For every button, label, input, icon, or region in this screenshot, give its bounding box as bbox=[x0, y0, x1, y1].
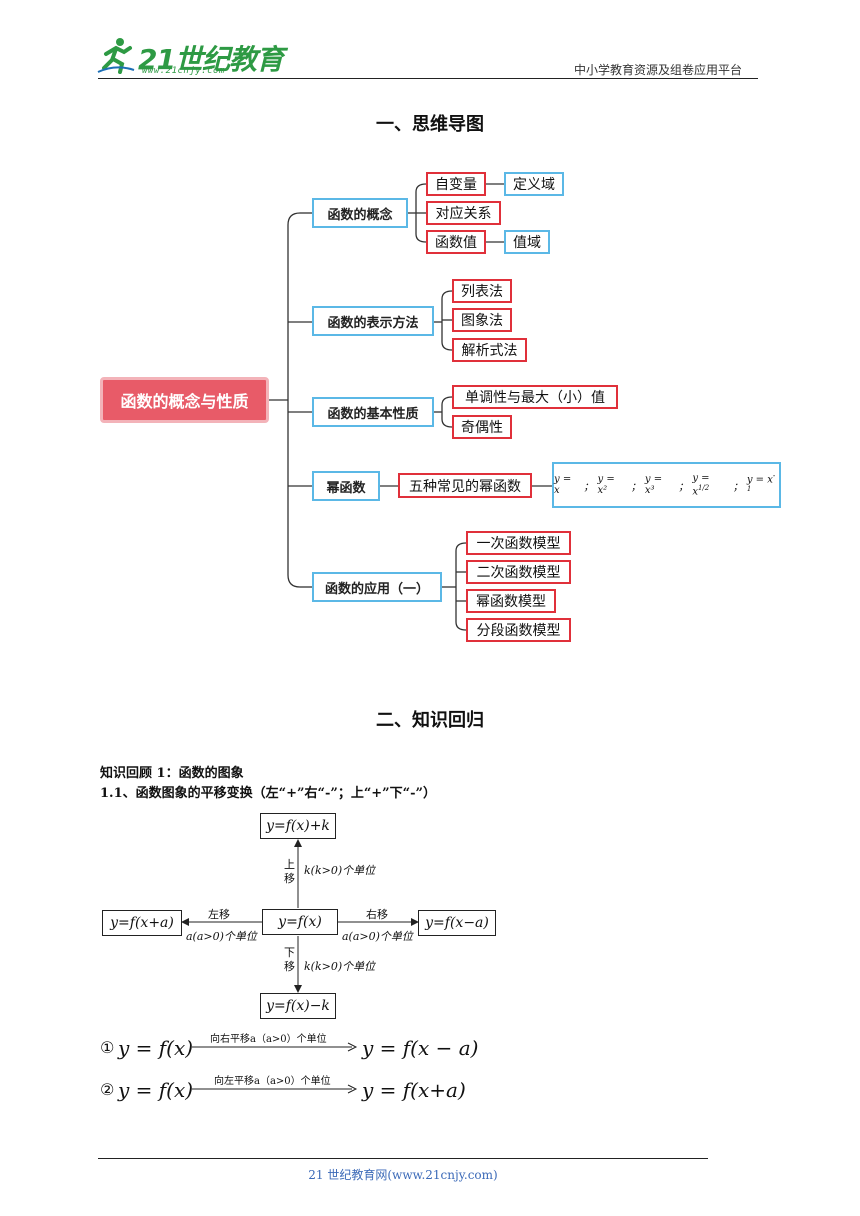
power-functions-list: y = x； y = x²； y = x³； y = x1/2； y = x-1 bbox=[552, 462, 781, 508]
node-five-power-functions: 五种常见的幂函数 bbox=[398, 473, 532, 498]
node-correspondence: 对应关系 bbox=[426, 201, 501, 225]
branch-function-concept: 函数的概念 bbox=[312, 198, 408, 228]
power-fn-3: y = x³ bbox=[644, 474, 663, 496]
equation-1: ① y = f(x) 向右平移a（a>0）个单位 y = f(x − a) bbox=[100, 1032, 520, 1064]
diagram-bottom-box: y=f(x)−k bbox=[260, 993, 336, 1019]
power-fn-2: y = x² bbox=[597, 474, 615, 496]
node-domain: 定义域 bbox=[504, 172, 564, 196]
mindmap-connectors bbox=[268, 183, 552, 631]
up-label: 上移 bbox=[284, 858, 295, 885]
node-table-method: 列表法 bbox=[452, 279, 512, 303]
diagram-right-box: y=f(x−a) bbox=[418, 910, 496, 936]
node-formula-method: 解析式法 bbox=[452, 338, 527, 362]
node-power-model: 幂函数模型 bbox=[466, 589, 556, 613]
down-note: k(k>0)个单位 bbox=[304, 960, 376, 973]
node-range: 值域 bbox=[504, 230, 550, 254]
mindmap-root: 函数的概念与性质 bbox=[100, 377, 269, 423]
node-linear-model: 一次函数模型 bbox=[466, 531, 571, 555]
eq2-number: ② bbox=[100, 1080, 115, 1099]
eq2-lhs: y = f(x) bbox=[118, 1078, 194, 1102]
node-graph-method: 图象法 bbox=[452, 308, 512, 332]
branch-applications: 函数的应用（一） bbox=[312, 572, 442, 602]
right-label: 右移 bbox=[366, 908, 388, 921]
node-function-value: 函数值 bbox=[426, 230, 486, 254]
section1-title: 一、思维导图 bbox=[376, 114, 484, 135]
diagram-center-box: y=f(x) bbox=[262, 909, 338, 935]
node-monotonicity: 单调性与最大（小）值 bbox=[452, 385, 618, 409]
knowledge-heading-2: 1.1、函数图象的平移变换（左“+”右“-”；上“+”下“-”） bbox=[100, 786, 437, 801]
logo-url: www.21cnjy.com bbox=[142, 66, 225, 76]
down-label: 下移 bbox=[284, 946, 295, 973]
eq1-arrow bbox=[192, 1042, 358, 1052]
branch-power-function: 幂函数 bbox=[312, 471, 380, 501]
eq1-rhs: y = f(x − a) bbox=[362, 1036, 479, 1060]
header-divider bbox=[98, 78, 758, 79]
diagram-top-box: y=f(x)+k bbox=[260, 813, 336, 839]
node-piecewise-model: 分段函数模型 bbox=[466, 618, 571, 642]
header: 21世纪教育 www.21cnjy.com 中小学教育资源及组卷应用平台 bbox=[0, 0, 860, 80]
branch-representation: 函数的表示方法 bbox=[312, 306, 434, 336]
power-fn-4: y = x1/2 bbox=[692, 472, 710, 498]
eq2-arrow bbox=[192, 1084, 358, 1094]
diagram-left-box: y=f(x+a) bbox=[102, 910, 182, 936]
node-quadratic-model: 二次函数模型 bbox=[466, 560, 571, 584]
eq2-arrow-text: 向左平移a（a>0）个单位 bbox=[214, 1076, 331, 1087]
footer-divider bbox=[98, 1158, 708, 1159]
node-independent-variable: 自变量 bbox=[426, 172, 486, 196]
branch-basic-properties: 函数的基本性质 bbox=[312, 397, 434, 427]
logo-text: 21世纪教育 bbox=[138, 43, 284, 76]
power-fn-5: y = x-1 bbox=[746, 471, 776, 493]
power-fn-1: y = x bbox=[554, 474, 572, 496]
eq1-arrow-text: 向右平移a（a>0）个单位 bbox=[210, 1034, 327, 1045]
left-note: a(a>0)个单位 bbox=[186, 930, 257, 943]
equation-2: ② y = f(x) 向左平移a（a>0）个单位 y = f(x+a) bbox=[100, 1074, 520, 1106]
knowledge-heading-1: 知识回顾 1：函数的图象 bbox=[100, 766, 244, 781]
node-parity: 奇偶性 bbox=[452, 415, 512, 439]
eq1-lhs: y = f(x) bbox=[118, 1036, 194, 1060]
platform-name: 中小学教育资源及组卷应用平台 bbox=[574, 63, 743, 77]
right-note: a(a>0)个单位 bbox=[342, 930, 413, 943]
up-note: k(k>0)个单位 bbox=[304, 864, 376, 877]
eq1-number: ① bbox=[100, 1038, 115, 1057]
left-label: 左移 bbox=[208, 908, 230, 921]
footer-text: 21 世纪教育网(www.21cnjy.com) bbox=[308, 1168, 498, 1182]
eq2-rhs: y = f(x+a) bbox=[362, 1078, 466, 1102]
logo-runner-icon bbox=[97, 38, 135, 74]
section2-title: 二、知识回归 bbox=[376, 710, 484, 731]
